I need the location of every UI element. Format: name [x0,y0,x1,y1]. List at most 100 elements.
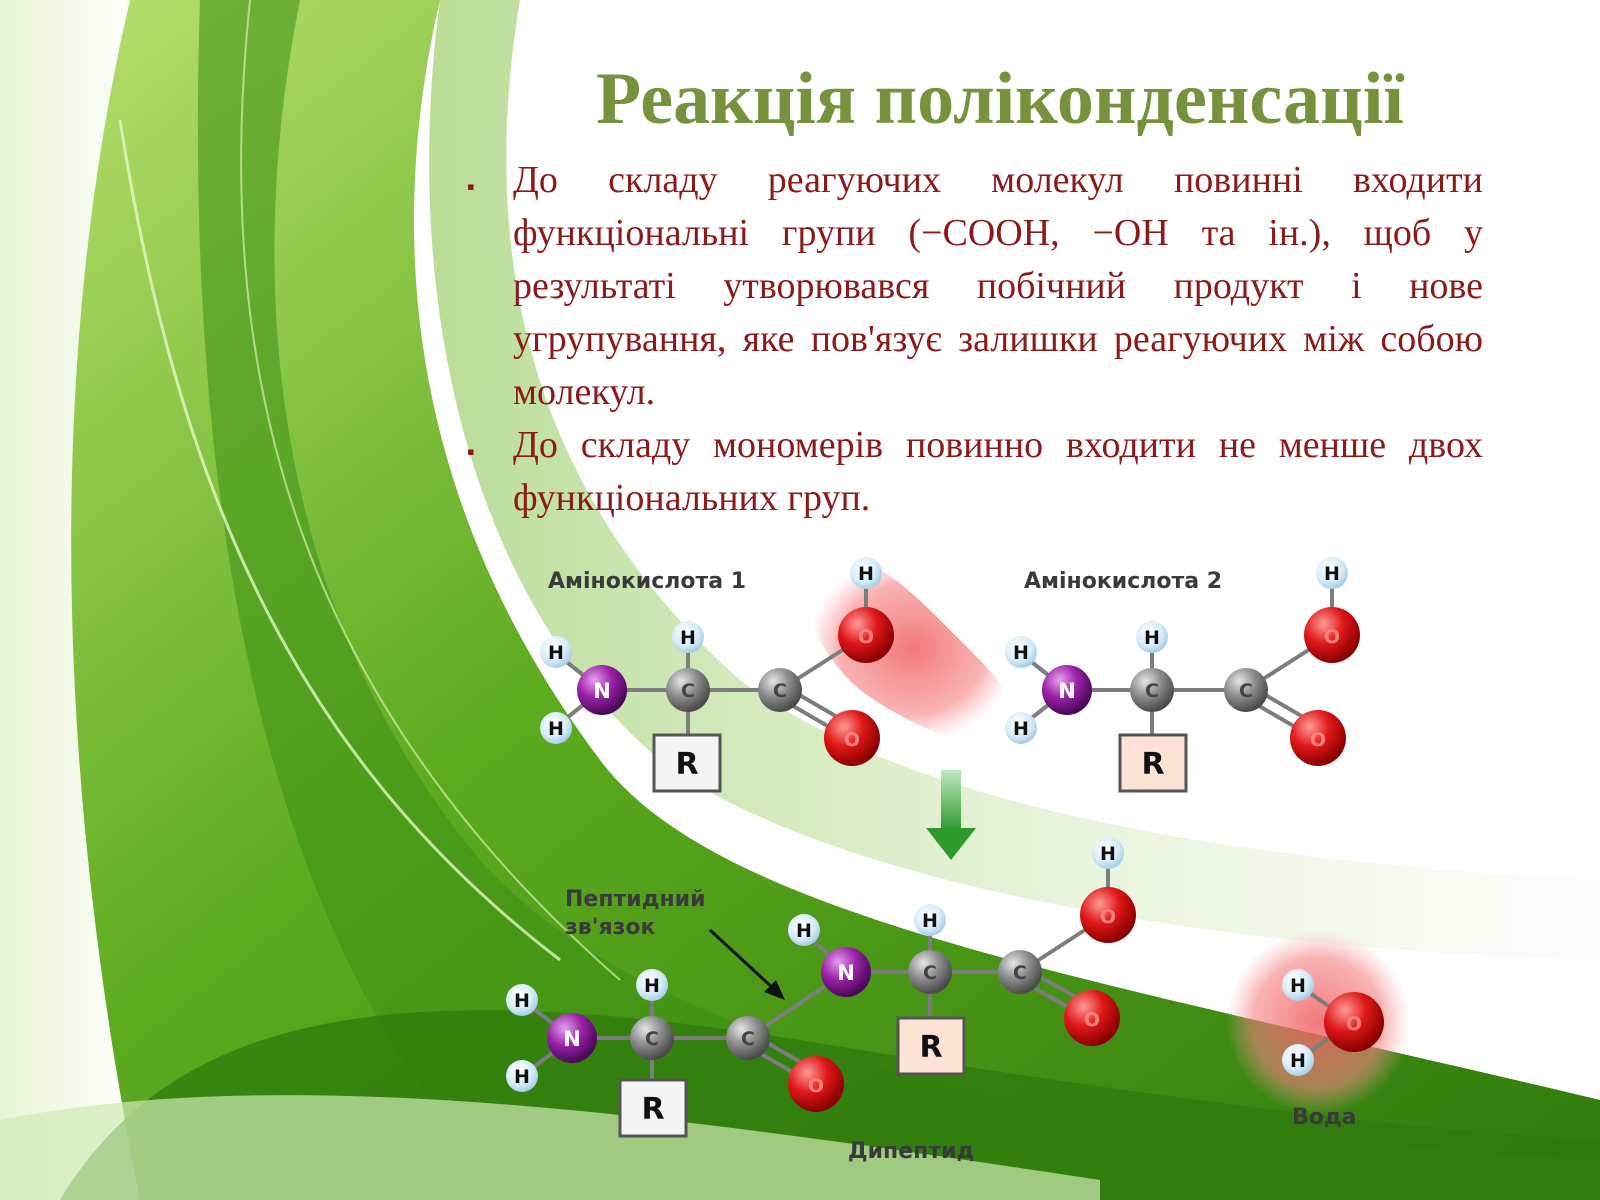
carbon-atom: C [1224,668,1268,712]
svg-text:H: H [796,920,812,942]
amino-acid-1-atoms: H H N C H C O H O [540,557,894,766]
amino-acid-1-label: Амінокислота 1 [548,569,746,594]
carbon-atom: C [998,950,1042,994]
hydrogen-atom: H [914,904,946,936]
oxygen-atom: O [1324,992,1384,1052]
water-label: Вода [1292,1105,1357,1130]
svg-text:O: O [1100,906,1116,928]
r-group-box: R [618,1078,688,1138]
hydrogen-atom: H [540,712,572,744]
nitrogen-atom: N [1042,665,1092,715]
svg-text:H: H [1290,975,1306,997]
svg-text:N: N [563,1027,581,1051]
r-group-label: R [641,1092,664,1127]
hydrogen-atom: H [1282,969,1314,1001]
hydrogen-atom: H [1092,837,1124,869]
carbon-atom: C [630,1016,674,1060]
oxygen-atom: O [1304,607,1360,663]
carbon-atom: C [758,668,802,712]
hydrogen-atom: H [506,984,538,1016]
carbon-atom: C [726,1016,770,1060]
carbon-atom: C [1130,668,1174,712]
svg-text:C: C [773,680,787,702]
svg-text:C: C [1013,962,1027,984]
carbon-atom: C [666,668,710,712]
bullet-text: До складу мономерів повинно входити не м… [513,424,1483,519]
svg-text:H: H [1290,1050,1306,1072]
svg-text:H: H [514,990,530,1012]
nitrogen-atom: N [577,665,627,715]
r-group-label: R [675,747,698,782]
dipeptide-atoms: H H N C H C O H N C H C O H O [506,837,1136,1112]
svg-text:H: H [922,910,938,932]
bullet-item: ▪ До складу реагуючих молекул повинні вх… [463,154,1483,419]
svg-text:H: H [680,627,696,649]
svg-text:H: H [1100,843,1116,865]
amino-acid-2-atoms: H H N C H C O H O [1005,557,1360,766]
oxygen-atom: O [1290,710,1346,766]
r-group-label: R [919,1030,942,1065]
svg-text:N: N [1058,679,1076,703]
svg-text:O: O [844,729,860,751]
dipeptide-label: Дипептид [848,1139,974,1164]
svg-text:O: O [1324,626,1340,648]
svg-text:H: H [548,718,564,740]
svg-text:O: O [808,1075,824,1097]
svg-text:C: C [923,962,937,984]
peptide-bond-label-line2: зв'язок [565,915,655,940]
svg-text:H: H [644,975,660,997]
hydrogen-atom: H [788,914,820,946]
svg-text:C: C [741,1028,755,1050]
oxygen-atom: O [788,1056,844,1112]
svg-text:O: O [1346,1013,1362,1035]
svg-text:H: H [1144,627,1160,649]
svg-text:N: N [593,679,611,703]
svg-text:H: H [1013,642,1029,664]
r-group-box: R [652,733,722,793]
oxygen-atom: O [1080,887,1136,943]
nitrogen-atom: N [547,1013,597,1063]
hydrogen-atom: H [850,557,882,589]
svg-text:O: O [1310,729,1326,751]
svg-text:H: H [514,1066,530,1088]
hydrogen-atom: H [1005,636,1037,668]
svg-text:H: H [548,642,564,664]
bullet-item: ▪ До складу мономерів повинно входити не… [463,419,1483,525]
svg-text:H: H [1013,718,1029,740]
hydrogen-atom: H [540,636,572,668]
bullet-list: ▪ До складу реагуючих молекул повинні вх… [463,154,1483,525]
water-molecule: H H O [1282,969,1384,1076]
reaction-arrow-icon [926,770,976,860]
hydrogen-atom: H [636,969,668,1001]
r-group-box: R [1118,733,1188,793]
svg-text:H: H [858,563,874,585]
hydrogen-atom: H [1005,712,1037,744]
svg-text:C: C [1239,680,1253,702]
peptide-bond-pointer [708,928,785,1000]
hydrogen-atom: H [506,1060,538,1092]
svg-text:N: N [837,961,855,985]
carbon-atom: C [908,950,952,994]
svg-text:O: O [1084,1009,1100,1031]
slide-title: Реакція поліконденсації [596,58,1404,140]
nitrogen-atom: N [821,947,871,997]
amino-acid-2-label: Амінокислота 2 [1024,569,1222,594]
hydrogen-atom: H [1136,621,1168,653]
eliminated-group-highlight [807,553,1017,743]
svg-text:H: H [1324,563,1340,585]
r-group-box: R [896,1016,966,1076]
oxygen-atom: O [838,607,894,663]
oxygen-atom: O [824,710,880,766]
svg-text:O: O [858,626,874,648]
water-highlight [1226,930,1410,1114]
peptide-bond-label-line1: Пептидний [565,887,706,912]
oxygen-atom: O [1064,990,1120,1046]
bullet-marker: ▪ [467,439,475,464]
r-group-label: R [1141,747,1164,782]
hydrogen-atom: H [672,621,704,653]
bullet-marker: ▪ [467,174,475,199]
hydrogen-atom: H [1282,1044,1314,1076]
bullet-text: До складу реагуючих молекул повинні вход… [513,159,1483,413]
svg-text:C: C [645,1028,659,1050]
